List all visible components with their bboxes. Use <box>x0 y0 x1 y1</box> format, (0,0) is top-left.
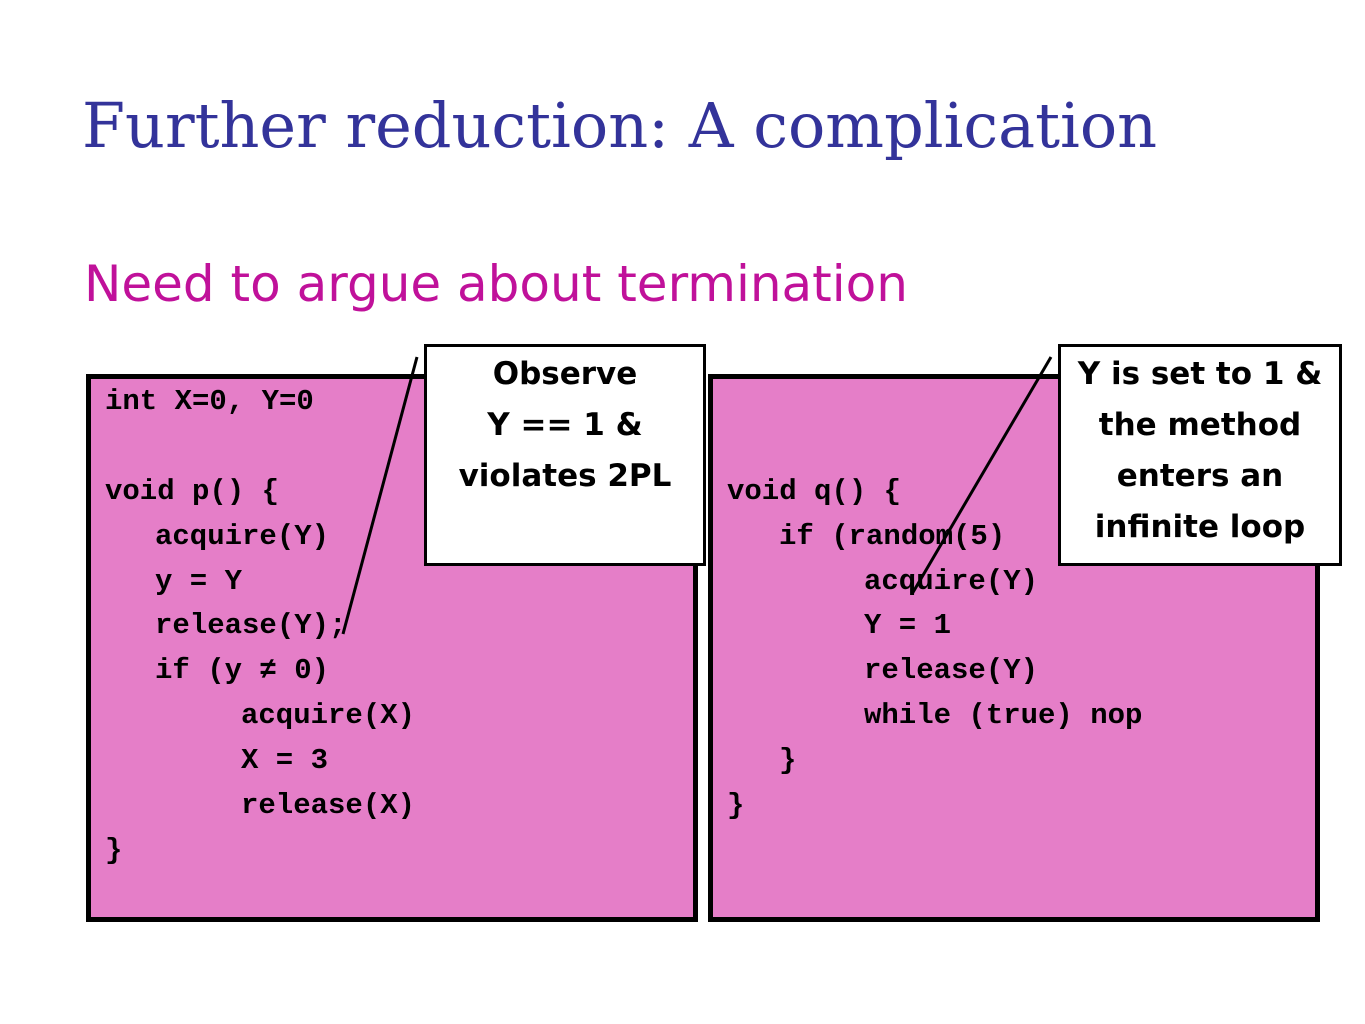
code-line: release(X) <box>241 789 416 822</box>
code-line: int X=0, Y=0 <box>105 385 314 418</box>
callout-infinite-loop: Y is set to 1 & the method enters an inf… <box>1058 344 1342 566</box>
code-line: void p() { <box>105 475 280 508</box>
code-line: Y = 1 <box>864 609 952 642</box>
code-line: if (random(5) <box>779 520 1006 553</box>
code-line: acquire(Y) <box>155 520 330 553</box>
code-line: release(Y) <box>864 654 1039 687</box>
code-line: } <box>779 744 797 777</box>
callout-line: Observe <box>492 356 638 392</box>
code-line: acquire(X) <box>241 699 416 732</box>
callout-observe: Observe Y == 1 & violates 2PL <box>424 344 706 566</box>
code-line: y = Y <box>155 565 243 598</box>
slide-subtitle: Need to argue about termination <box>84 255 908 313</box>
code-line: if (y ≠ 0) <box>155 654 330 687</box>
code-line: acquire(Y) <box>864 565 1039 598</box>
slide-title: Further reduction: A complication <box>82 89 1158 162</box>
code-line: } <box>727 789 745 822</box>
callout-line: the method <box>1098 407 1302 443</box>
code-line: } <box>105 834 123 867</box>
callout-line: enters an <box>1116 458 1284 494</box>
code-line: release(Y); <box>155 609 347 642</box>
callout-line: Y == 1 & <box>487 407 643 443</box>
callout-line: infinite loop <box>1094 509 1306 545</box>
code-line: void q() { <box>727 475 902 508</box>
code-line: while (true) nop <box>864 699 1143 732</box>
callout-line: violates 2PL <box>458 458 672 494</box>
callout-line: Y is set to 1 & <box>1077 356 1323 392</box>
code-line: X = 3 <box>241 744 329 777</box>
